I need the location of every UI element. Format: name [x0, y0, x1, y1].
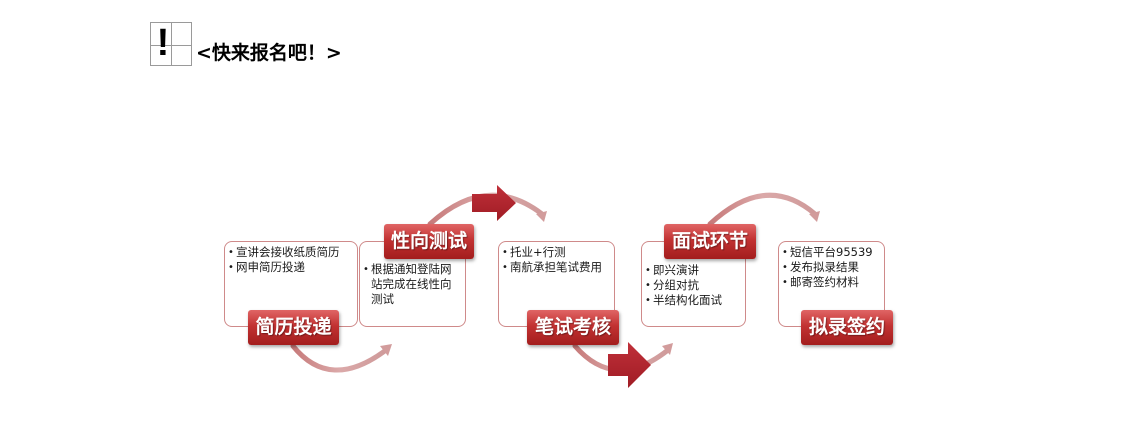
step-4-item: 分组对抗 — [645, 278, 741, 293]
step-1-item: 宣讲会接收纸质简历 — [228, 245, 353, 260]
page-title: <快来报名吧！> — [196, 42, 342, 64]
step-4-item: 即兴演讲 — [645, 263, 741, 278]
block-arrow-2-icon — [608, 342, 651, 388]
exclamation-grid-icon: ! — [150, 22, 192, 66]
step-4-label: 面试环节 — [664, 224, 756, 259]
step-5-item: 发布拟录结果 — [782, 260, 880, 275]
curved-arrow-4-icon — [707, 192, 820, 227]
step-2-label: 性向测试 — [384, 224, 474, 259]
step-4-item: 半结构化面试 — [645, 293, 741, 308]
page-heading: ! <快来报名吧！> — [150, 20, 342, 66]
exclamation-glyph: ! — [156, 22, 170, 64]
step-1-label: 简历投递 — [248, 310, 339, 345]
step-5-item: 短信平台95539 — [782, 245, 880, 260]
step-5-item: 邮寄签约材料 — [782, 275, 880, 290]
grid-line-horizontal — [151, 45, 191, 46]
step-1-item: 网申简历投递 — [228, 260, 353, 275]
step-2-item: 根据通知登陆网站完成在线性向测试 — [363, 262, 461, 307]
step-3-item: 南航承担笔试费用 — [502, 260, 610, 275]
step-3-item: 托业+行测 — [502, 245, 610, 260]
step-3-label: 笔试考核 — [527, 310, 619, 345]
block-arrow-1-icon — [472, 185, 516, 221]
curved-arrow-1-icon — [290, 343, 392, 373]
step-5-label: 拟录签约 — [801, 310, 893, 345]
grid-line-vertical — [171, 23, 172, 65]
